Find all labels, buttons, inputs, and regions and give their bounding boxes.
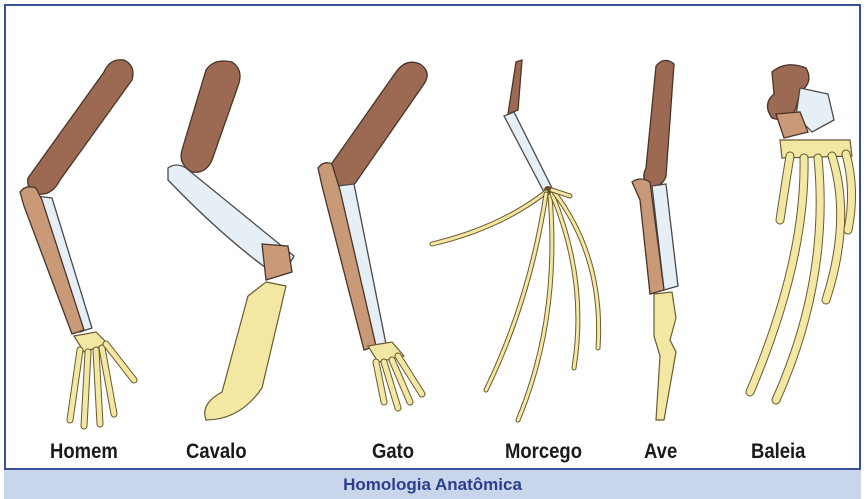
whale-flipper-illustration bbox=[750, 65, 852, 400]
label-baleia: Baleia bbox=[751, 440, 805, 464]
horse-leg-illustration bbox=[168, 61, 294, 420]
human-arm-illustration bbox=[20, 60, 134, 426]
cat-leg-illustration bbox=[318, 62, 427, 408]
label-ave: Ave bbox=[644, 440, 677, 464]
label-gato: Gato bbox=[372, 440, 414, 464]
label-homem: Homem bbox=[50, 440, 118, 464]
caption-bar: Homologia Anatômica bbox=[4, 470, 861, 499]
bat-wing-illustration bbox=[432, 60, 599, 420]
label-cavalo: Cavalo bbox=[186, 440, 247, 464]
figure-caption: Homologia Anatômica bbox=[343, 475, 522, 495]
limb-illustrations: .hum { fill:#9c6a52; stroke:#4a3428; str… bbox=[0, 0, 868, 470]
bird-wing-illustration bbox=[632, 60, 678, 420]
label-morcego: Morcego bbox=[505, 440, 582, 464]
